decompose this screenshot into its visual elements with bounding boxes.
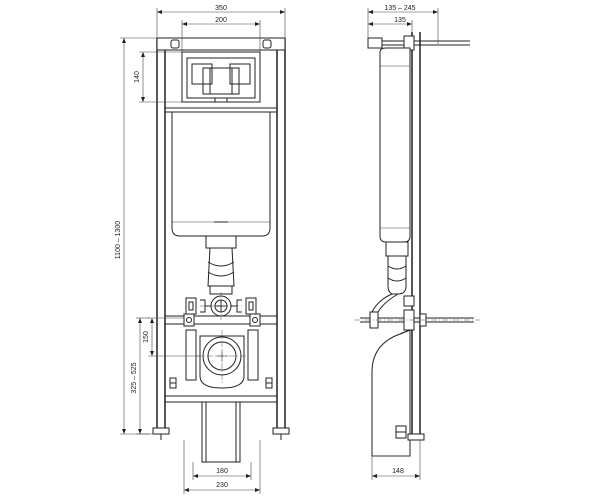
dim-front-total-width: 350 [215,5,227,12]
dim-front-outlet-height: 150 [143,331,150,343]
dim-side-depth: 135 [394,17,406,24]
dim-front-lower-height: 325 – 525 [131,362,138,393]
dim-front-bottom-outer: 230 [216,482,228,489]
dim-front-bottom-inner: 180 [216,468,228,475]
cistern-side [379,47,411,243]
cistern [171,111,271,237]
dim-front-total-height: 1100 – 1300 [115,221,122,260]
side-view [354,32,480,457]
dim-front-panel-height: 140 [134,71,141,83]
dim-side-bottom-depth: 148 [392,468,404,475]
front-view [152,37,290,463]
front-dimensions: 350 200 140 1100 – 1300 150 325 – 525 [115,5,286,494]
dim-side-depth-range: 135 – 245 [384,5,415,12]
dim-front-panel-width: 200 [215,17,227,24]
drain-bend [371,329,411,457]
drain-pipe [201,401,241,463]
side-dimensions: 135 – 245 135 148 [367,5,439,480]
